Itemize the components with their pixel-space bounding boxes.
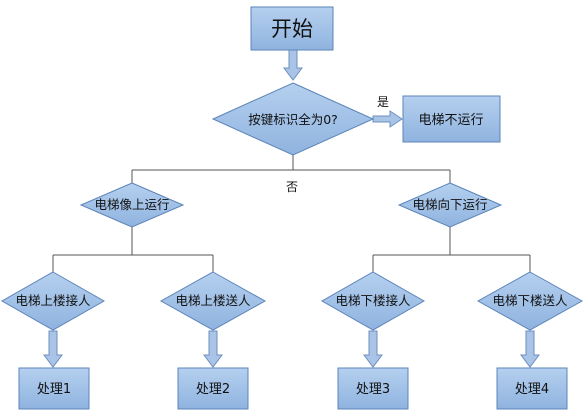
process-4-box (496, 367, 568, 410)
process-2-label: 处理2 (196, 382, 230, 397)
branch-up-diamond (79, 182, 185, 228)
start-label: 开始 (271, 17, 313, 41)
down-dropoff-label: 电梯下楼送人 (492, 293, 568, 308)
up-pickup-diamond (0, 271, 106, 331)
arrow-to-process-2 (203, 330, 223, 368)
arrow-yes-to-idle (372, 110, 403, 128)
process-2-box (177, 367, 249, 410)
branch-down-diamond (397, 182, 503, 228)
yes-label: 是 (377, 95, 389, 109)
down-pickup-diamond (320, 271, 426, 331)
no-label: 否 (286, 180, 298, 194)
arrow-to-process-3 (363, 330, 383, 368)
connector-lines (52, 155, 531, 272)
process-3-label: 处理3 (356, 382, 390, 397)
down-pickup-label: 电梯下楼接人 (335, 293, 411, 308)
down-dropoff-diamond (476, 271, 584, 331)
branch-down-label: 电梯向下运行 (412, 197, 487, 212)
process-1-label: 处理1 (37, 382, 71, 397)
result-idle-box (402, 95, 501, 143)
up-dropoff-diamond (159, 271, 267, 331)
result-idle-label: 电梯不运行 (418, 113, 483, 128)
arrow-start-to-decision (283, 49, 303, 81)
process-4-label: 处理4 (515, 382, 549, 397)
block-arrows (43, 49, 540, 368)
arrow-to-process-4 (520, 330, 540, 368)
process-1-box (18, 367, 90, 410)
start-box (250, 6, 334, 51)
process-3-box (337, 367, 409, 410)
decision-main-label: 按键标识全为0? (248, 112, 338, 127)
up-dropoff-label: 电梯上楼送人 (175, 293, 251, 308)
branch-up-label: 电梯像上运行 (94, 197, 169, 212)
arrow-to-process-1 (43, 330, 63, 368)
up-pickup-label: 电梯上楼接人 (15, 293, 91, 308)
decision-main-diamond (211, 82, 375, 156)
